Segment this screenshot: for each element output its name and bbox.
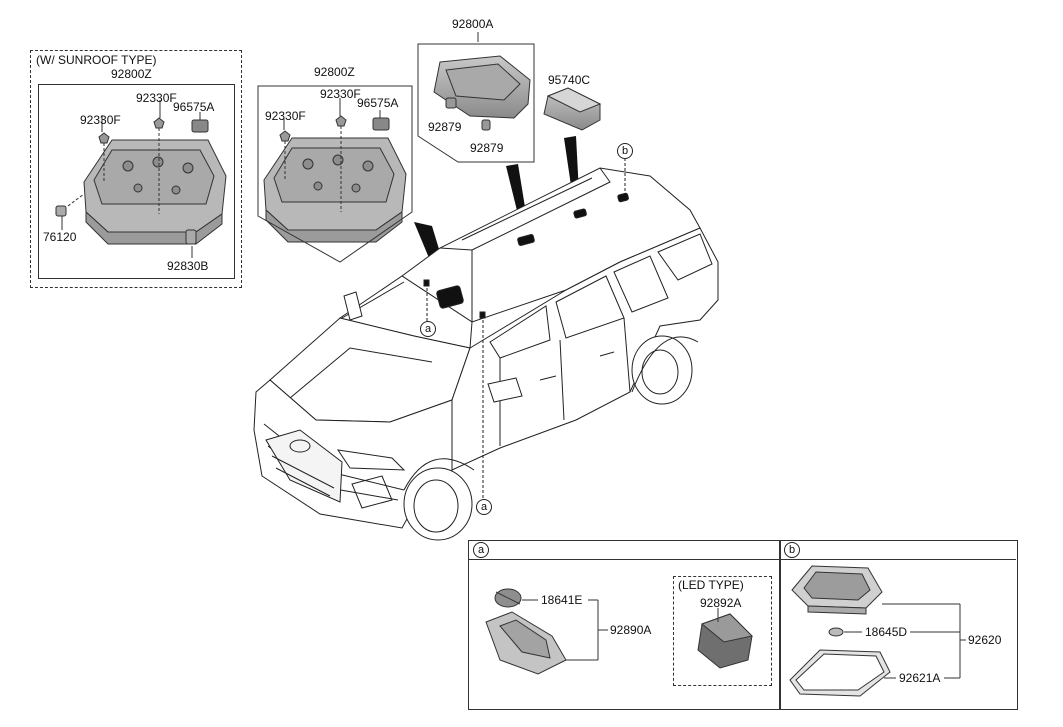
- part-label-96575a-standard: 96575A: [357, 96, 399, 110]
- part-label-92879-bottom: 92879: [470, 141, 504, 155]
- callout-b-rear: b: [617, 143, 633, 159]
- standard-console-drawing: [263, 98, 407, 243]
- part-label-92800z-sunroof: 92800Z: [111, 67, 152, 81]
- part-label-92892a: 92892A: [700, 596, 742, 610]
- detail-b-tag: b: [784, 542, 800, 558]
- part-label-92830b: 92830B: [167, 259, 209, 273]
- part-label-18645d: 18645D: [865, 625, 908, 639]
- part-label-18641e: 18641E: [541, 593, 583, 607]
- part-label-96575a-sunroof: 96575A: [173, 100, 215, 114]
- part-label-92330f-standard-left: 92330F: [265, 109, 306, 123]
- part-label-92800z-standard: 92800Z: [314, 65, 355, 79]
- part-label-92620: 92620: [968, 633, 1002, 647]
- part-label-92879-left: 92879: [428, 120, 462, 134]
- vehicle-drawing: [253, 158, 719, 541]
- led-type-title: (LED TYPE): [678, 578, 744, 592]
- detail-a-box: [468, 540, 781, 710]
- part-label-92330f-sunroof-left: 92330F: [80, 113, 121, 127]
- sunroof-console-drawing: [55, 100, 227, 258]
- part-label-92621a: 92621A: [899, 671, 941, 685]
- luggage-lamp-drawing: [543, 87, 602, 131]
- sunroof-inner-box: [38, 84, 235, 279]
- detail-a-tag: a: [473, 542, 489, 558]
- part-label-92330f-standard-center: 92330F: [320, 87, 361, 101]
- detail-b-header: [779, 540, 1016, 560]
- sunroof-group-title: (W/ SUNROOF TYPE): [36, 53, 157, 67]
- part-label-95740c: 95740C: [548, 73, 591, 87]
- detail-a-drawing: [485, 588, 754, 675]
- detail-a-header: [468, 540, 779, 560]
- overhead-lamp-frame: [417, 43, 535, 163]
- standard-console-frame: [257, 85, 413, 263]
- detail-b-drawing: [789, 565, 966, 697]
- part-label-76120: 76120: [43, 230, 77, 244]
- part-label-92800a: 92800A: [452, 17, 494, 31]
- overhead-lamp-drawing: [433, 32, 531, 131]
- part-label-92330f-sunroof-center: 92330F: [136, 91, 177, 105]
- detail-b-box: [779, 540, 1018, 710]
- part-label-92890a: 92890A: [610, 623, 652, 637]
- led-type-box: [673, 576, 772, 686]
- callout-a-windshield: a: [420, 321, 436, 337]
- sunroof-outer-box: [30, 50, 242, 288]
- callout-a-door: a: [476, 499, 492, 515]
